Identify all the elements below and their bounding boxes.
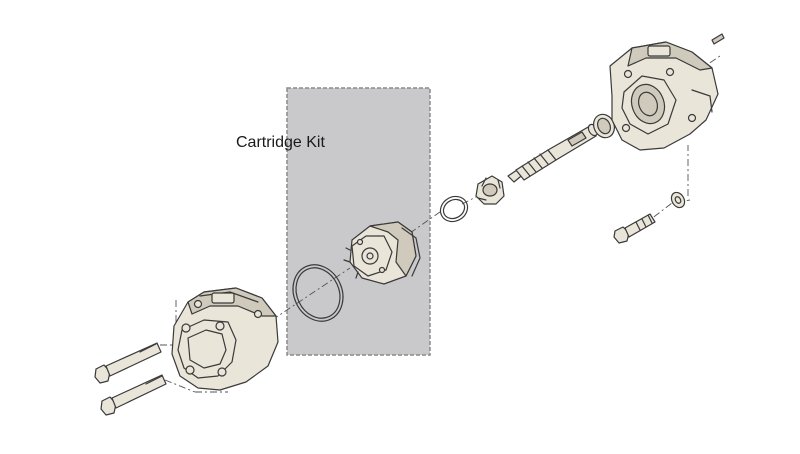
housing-bolt-lower	[100, 374, 167, 416]
housing-bolt-upper	[94, 342, 162, 384]
cartridge-kit-box	[286, 87, 431, 356]
rear-mounting-flange	[609, 41, 719, 151]
o-ring	[292, 264, 344, 322]
washer	[670, 191, 686, 209]
drive-shaft	[507, 123, 599, 183]
front-housing	[171, 287, 279, 391]
cartridge	[343, 221, 421, 285]
cartridge-kit-label: Cartridge Kit	[236, 134, 325, 151]
shaft-seal	[593, 113, 615, 139]
key	[711, 33, 725, 45]
flange-screw	[613, 213, 656, 244]
bearing	[475, 175, 505, 205]
retaining-ring	[439, 195, 469, 223]
